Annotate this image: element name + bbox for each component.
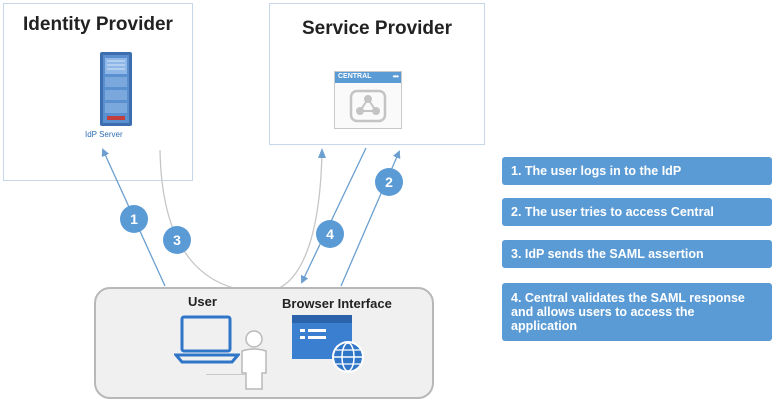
arrow-step-4 bbox=[300, 147, 367, 284]
step-3-number: 3 bbox=[173, 232, 181, 248]
step-1-description: 1. The user logs in to the IdP bbox=[502, 157, 772, 185]
central-app-titlebar: CENTRAL ••• bbox=[335, 72, 401, 83]
step-1-number: 1 bbox=[130, 211, 138, 227]
step-4-text: 4. Central validates the SAML response a… bbox=[511, 291, 745, 333]
step-1-badge: 1 bbox=[120, 205, 148, 233]
step-2-text: 2. The user tries to access Central bbox=[511, 205, 714, 219]
window-dots-icon: ••• bbox=[392, 72, 399, 81]
client-box: User Browser Interface bbox=[94, 287, 434, 399]
step-2-number: 2 bbox=[385, 174, 393, 190]
identity-provider-title: Identity Provider bbox=[23, 14, 173, 35]
server-icon bbox=[100, 52, 132, 126]
arrow-step-3 bbox=[159, 149, 323, 293]
step-2-badge: 2 bbox=[375, 168, 403, 196]
step-4-number: 4 bbox=[326, 226, 334, 242]
idp-server-label: IdP Server bbox=[85, 130, 123, 139]
central-app-window: CENTRAL ••• bbox=[334, 71, 402, 129]
step-3-text: 3. IdP sends the SAML assertion bbox=[511, 247, 704, 261]
step-4-description: 4. Central validates the SAML response a… bbox=[502, 283, 772, 341]
browser-globe-icon bbox=[292, 315, 364, 373]
step-2-description: 2. The user tries to access Central bbox=[502, 198, 772, 226]
user-person-icon bbox=[241, 330, 267, 390]
desk-line bbox=[206, 374, 246, 375]
step-3-badge: 3 bbox=[163, 226, 191, 254]
user-label: User bbox=[188, 294, 217, 309]
browser-interface-label: Browser Interface bbox=[282, 296, 392, 311]
step-4-badge: 4 bbox=[316, 220, 344, 248]
service-provider-title: Service Provider bbox=[302, 18, 452, 39]
identity-provider-box: Identity Provider IdP Server bbox=[3, 3, 193, 181]
share-network-icon bbox=[349, 89, 387, 123]
step-3-description: 3. IdP sends the SAML assertion bbox=[502, 240, 772, 268]
service-provider-box: Service Provider CENTRAL ••• bbox=[269, 3, 485, 145]
laptop-icon bbox=[174, 315, 240, 364]
step-1-text: 1. The user logs in to the IdP bbox=[511, 164, 682, 178]
central-app-label: CENTRAL bbox=[338, 73, 372, 80]
